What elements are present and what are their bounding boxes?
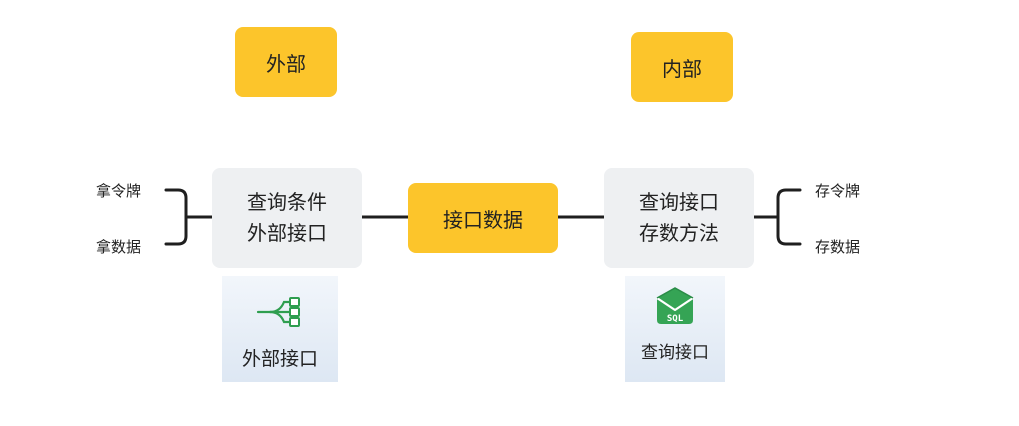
node-interface-data-label: 接口数据: [443, 207, 523, 232]
node-query-external-line1: 查询条件: [247, 190, 327, 214]
node-query-external-line2: 外部接口: [247, 221, 327, 245]
sql-box-icon: SQL: [656, 287, 694, 324]
header-external-label: 外部: [266, 51, 306, 76]
tool-card-query-interface-label: 查询接口: [641, 343, 709, 363]
header-internal-label: 内部: [662, 56, 702, 81]
left-bracket: [164, 188, 188, 246]
node-query-store: 查询接口 存数方法: [604, 168, 754, 268]
tool-card-query-interface: SQL 查询接口: [625, 276, 725, 382]
label-get-token: 拿令牌: [96, 182, 142, 200]
node-interface-data: 接口数据: [408, 183, 558, 253]
tool-card-external-interface: 外部接口: [222, 276, 338, 382]
node-query-store-line2: 存数方法: [639, 221, 719, 245]
sql-box-icon-text: SQL: [667, 314, 684, 324]
node-query-store-line1: 查询接口: [639, 190, 719, 214]
node-query-external: 查询条件 外部接口: [212, 168, 362, 268]
label-store-data: 存数据: [815, 238, 861, 256]
header-external: 外部: [235, 27, 337, 97]
label-store-token: 存令牌: [815, 182, 861, 200]
header-internal: 内部: [631, 32, 733, 102]
right-bracket: [776, 188, 802, 246]
tool-card-external-interface-label: 外部接口: [241, 348, 318, 370]
branch-connector-icon: [256, 297, 300, 327]
label-get-data: 拿数据: [96, 238, 142, 256]
